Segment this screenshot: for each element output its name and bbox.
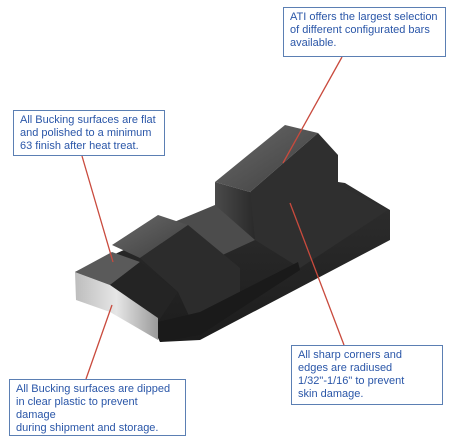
- bucking-surface-face: [75, 272, 158, 340]
- callout-top-selection: ATI offers the largest selection of diff…: [283, 7, 446, 57]
- bar-front-bottom-face: [158, 262, 300, 342]
- callout-left-text: All Bucking surfaces are flat and polish…: [20, 114, 156, 152]
- bar-front-block-side: [140, 225, 240, 318]
- callout-left-flat-polished: All Bucking surfaces are flat and polish…: [13, 110, 165, 156]
- leader-line-left: [81, 155, 114, 263]
- leader-lines: [81, 56, 345, 380]
- leader-line-bottom: [85, 304, 113, 380]
- bar-front-step-side: [110, 262, 178, 322]
- bar-front-block-top: [112, 215, 188, 258]
- callout-right-text: All sharp corners and edges are radiused…: [298, 349, 405, 400]
- callout-right-radiused-edges: All sharp corners and edges are radiused…: [291, 345, 443, 405]
- leader-line-right: [289, 202, 345, 346]
- callout-top-text: ATI offers the largest selection of diff…: [290, 11, 438, 49]
- bar-rear-block-side: [250, 133, 388, 268]
- bar-rear-block-top: [215, 125, 318, 192]
- bar-front-step-top: [75, 252, 140, 285]
- callout-bottom-text: All Bucking surfaces are dipped in clear…: [16, 383, 171, 434]
- leader-line-top: [282, 56, 343, 164]
- bucking-bar-part: [75, 125, 390, 342]
- callout-bottom-plastic-dip: All Bucking surfaces are dipped in clear…: [9, 379, 186, 436]
